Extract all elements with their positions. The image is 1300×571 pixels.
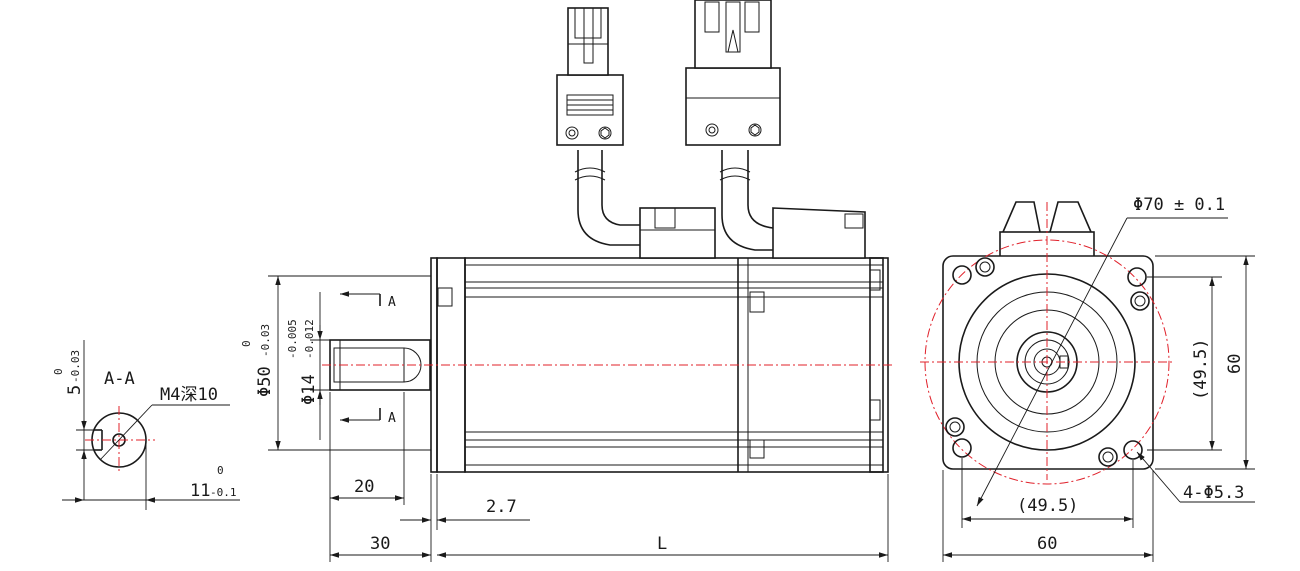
section-markers: A A [340, 291, 396, 426]
side-view: A A Φ50 0 -0.03 Φ14 -0.005 -0.012 20 [240, 0, 895, 562]
section-mark-bottom: A [388, 411, 396, 426]
shaft-dia-tol-upper: -0.005 [286, 319, 299, 359]
front-view: Φ70 ± 0.1 (49.5) 60 4-Φ5.3 (49.5) 60 [920, 195, 1255, 562]
key-height-tol-upper: 0 [217, 464, 224, 477]
section-title: A-A [104, 369, 135, 389]
section-view: A-A M4深10 5 0 -0.03 11 0 -0.1 [52, 340, 240, 510]
dim-30: 30 [370, 534, 390, 554]
pcd-dim: Φ70 ± 0.1 [1133, 195, 1225, 215]
dim-60-vertical: 60 [1225, 354, 1245, 374]
key-height-tol-lower: -0.1 [210, 486, 237, 499]
spigot-dia-dim: Φ50 [255, 366, 275, 397]
key-width-tol-lower: -0.03 [69, 350, 82, 383]
thread-note: M4深10 [160, 385, 218, 405]
spigot-dia-tol-upper: 0 [240, 340, 253, 347]
key-width-dim: 5 [65, 385, 85, 395]
power-connector [556, 7, 716, 259]
holes-note: 4-Φ5.3 [1183, 483, 1244, 503]
dim-49-5-vertical: (49.5) [1191, 339, 1211, 400]
encoder-connector [685, 0, 866, 259]
key-width-tol-upper: 0 [52, 368, 65, 375]
section-mark-top: A [388, 295, 396, 310]
dim-60-horizontal: 60 [1037, 534, 1057, 554]
shaft-dia-tol-lower: -0.012 [303, 319, 316, 359]
dim-49-5-horizontal: (49.5) [1017, 496, 1078, 516]
dim-20: 20 [354, 477, 374, 497]
dim-2-7: 2.7 [486, 497, 517, 517]
spigot-dia-tol-lower: -0.03 [259, 324, 272, 357]
dim-L: L [657, 534, 667, 554]
shaft-dia-dim: Φ14 [299, 374, 319, 405]
key-height-dim: 11 [190, 481, 210, 501]
